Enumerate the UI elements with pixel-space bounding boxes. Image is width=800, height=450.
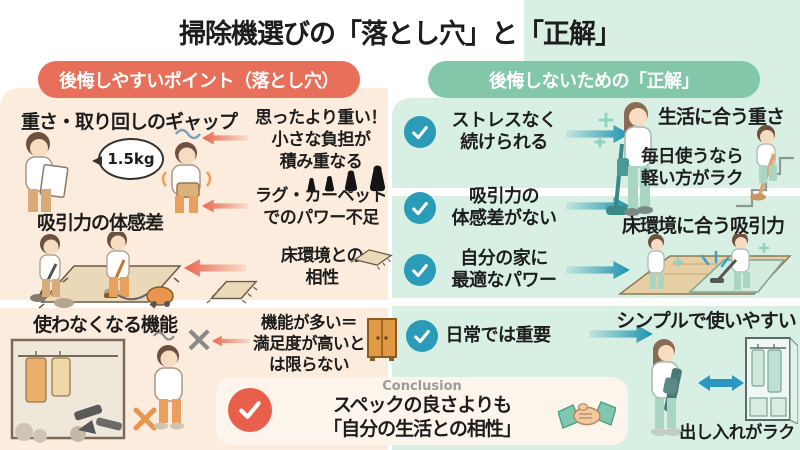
weight-icons-row [296, 164, 390, 192]
illustration-unused-features [8, 332, 208, 446]
pitfall-header-pill: 後悔しやすいポイント（落とし穴） [38, 61, 360, 98]
left-s1-heading: 重さ・取り回しのギャップ [20, 111, 238, 133]
cross-icon: × [184, 319, 215, 360]
page-title: 掃除機選びの「落とし穴」と「正解」 [179, 19, 622, 50]
weight-value: 1.5kg [107, 150, 155, 168]
arrow-left-icon [202, 196, 248, 216]
right-o3-caption: 出し入れがラク [679, 423, 795, 443]
right-check1-text: ストレスなく 続けられる [451, 110, 558, 153]
check-icon [404, 254, 436, 286]
left-s1-pitfall2-text: ラグ・カーペット でのパワー不足 [255, 186, 388, 228]
weight-icon [369, 165, 386, 192]
left-s2-pitfall-text: 床環境との 相性 [280, 246, 364, 288]
left-s3-heading: 使わなくなる機能 [32, 314, 178, 336]
left-s2-heading: 吸引力の体感差 [36, 212, 164, 234]
correct-header-label: 後悔しないための「正解」 [489, 70, 700, 92]
illustration-light-vacuum-woman [592, 96, 668, 236]
weight-icon [307, 178, 316, 192]
arrow-left-icon [212, 332, 250, 350]
handshake-icon [558, 392, 616, 440]
right-check3-text: 自分の家に 最適なパワー [451, 248, 558, 291]
check-icon [404, 116, 436, 148]
arrow-left-icon [202, 128, 248, 148]
weight-icon [344, 170, 358, 191]
arrow-right-icon [584, 324, 658, 344]
right-check4-text: 日常では重要 [445, 325, 552, 346]
illustration-rug-vacuuming [12, 232, 187, 312]
right-check2-text: 吸引力の 体感差がない [451, 186, 558, 229]
correct-header-pill: 後悔しないための「正解」 [428, 61, 760, 98]
left-s1-pitfall-text: 思ったより重い！ 小さな負担が 積み重なる [255, 108, 387, 172]
rug-icon [344, 238, 399, 275]
weight-speech-bubble: 1.5kg [92, 138, 164, 180]
illustration-stairs-vacuum-man [732, 118, 798, 210]
pitfall-header-label: 後悔しやすいポイント（落とし穴） [59, 70, 339, 92]
weight-icon [324, 176, 335, 192]
illustration-weight-gap [8, 126, 248, 214]
arrow-right-icon [566, 124, 630, 144]
rug-icon [196, 276, 266, 304]
right-o1-heading: 生活に合う重さ [657, 106, 785, 128]
left-s3-pitfall-text: 機能が多い＝ 満足度が高いと は限らない [253, 313, 366, 375]
double-arrow-icon [698, 372, 744, 394]
arrow-left-icon [184, 258, 246, 278]
check-icon [404, 192, 436, 224]
check-icon [406, 320, 438, 352]
right-o1-note: 毎日使うなら 軽い方がラク [641, 147, 744, 190]
conclusion-label: Conclusion [382, 379, 462, 394]
cabinet-icon [366, 316, 398, 362]
conclusion-check-icon [228, 388, 272, 432]
illustration-closet [744, 336, 798, 424]
conclusion-text: スペックの良さよりも 「自分の生活との相性」 [323, 394, 522, 441]
right-o2-heading: 床環境に合う吸引力 [621, 215, 785, 237]
illustration-easy-storage-woman [628, 334, 698, 438]
illustration-floor-match [612, 234, 798, 300]
arrow-right-icon [566, 260, 630, 280]
right-o3-heading: シンプルで使いやすい [616, 310, 796, 332]
